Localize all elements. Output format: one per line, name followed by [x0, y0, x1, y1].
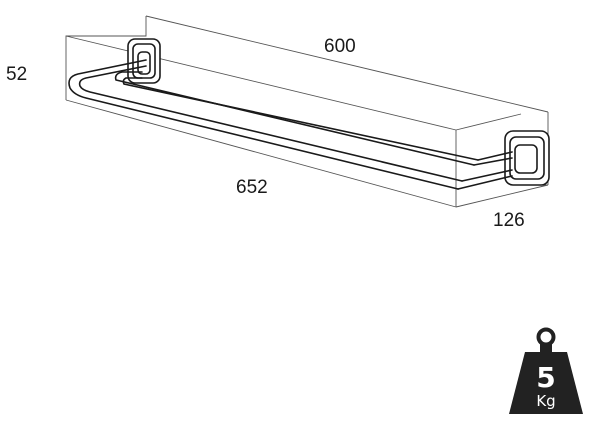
front-bar: [68, 59, 513, 190]
weight-icon: 5 Kg: [509, 327, 583, 414]
weight-unit: Kg: [536, 392, 555, 410]
towel-rail: [68, 38, 550, 190]
depth-label: 600: [324, 36, 356, 57]
weight-value: 5: [536, 361, 555, 394]
width-label: 652: [236, 177, 268, 198]
height-label: 52: [6, 64, 27, 85]
projection-label: 126: [493, 210, 525, 231]
back-bar: [114, 71, 513, 166]
right-bracket: [504, 130, 550, 186]
